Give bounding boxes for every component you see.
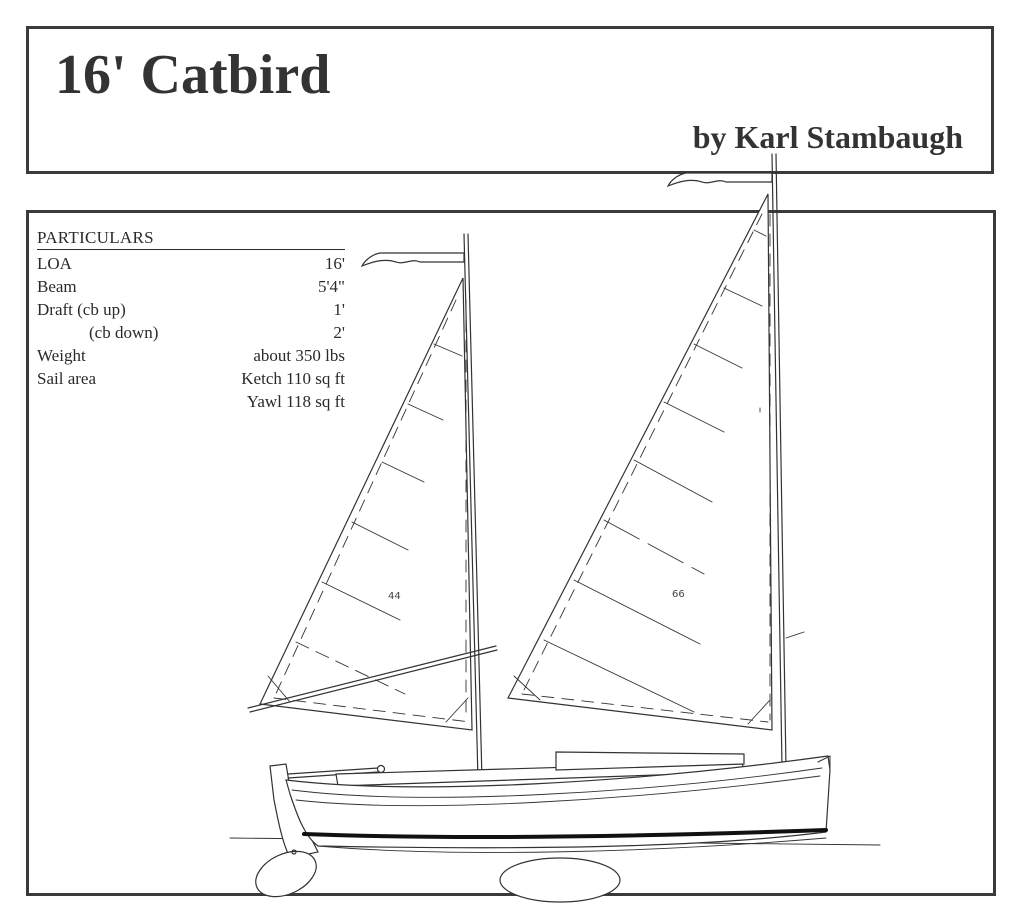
main-pennant <box>666 172 773 188</box>
mizzen-pennant <box>360 252 465 268</box>
particulars-row-weight: Weight about 350 lbs <box>37 344 345 367</box>
particulars-row-loa: LOA 16' <box>37 252 345 275</box>
centerboard <box>499 857 621 903</box>
title-box: 16' Catbird by Karl Stambaugh <box>26 26 994 174</box>
main-sail <box>507 193 805 731</box>
particulars-row-draft-down: (cb down) 2' <box>37 321 345 344</box>
row-value: about 350 lbs <box>253 346 345 365</box>
row-label: LOA <box>37 254 72 273</box>
row-label: Beam <box>37 277 77 296</box>
hull <box>285 755 831 853</box>
particulars-heading: PARTICULARS <box>37 228 345 250</box>
row-label: Weight <box>37 346 86 365</box>
row-value: 1' <box>333 300 345 319</box>
designer-byline: by Karl Stambaugh <box>692 119 963 155</box>
particulars-table: PARTICULARS LOA 16' Beam 5'4" Draft (cb … <box>37 228 345 413</box>
row-label: Draft (cb up) <box>37 300 126 319</box>
cockpit-coaming <box>335 751 745 787</box>
row-value: Yawl 118 sq ft <box>246 392 345 411</box>
mizzen-sail <box>259 277 473 731</box>
row-value: Ketch 110 sq ft <box>241 369 345 388</box>
main-sail-number: 66 <box>672 589 685 600</box>
particulars-row-beam: Beam 5'4" <box>37 275 345 298</box>
drawing-frame <box>26 210 996 896</box>
mizzen-boom <box>247 645 498 713</box>
page-title: 16' Catbird <box>55 44 331 106</box>
mizzen-sail-number: 44 <box>388 591 401 602</box>
row-value: 5'4" <box>317 277 345 296</box>
row-label: Sail area <box>37 369 96 388</box>
particulars-row-sail-area-ketch: Sail area Ketch 110 sq ft <box>37 367 345 390</box>
main-mast <box>771 153 787 769</box>
row-value: 16' <box>324 254 345 273</box>
particulars-row-sail-area-yawl: Yawl 118 sq ft <box>37 390 345 413</box>
row-label: (cb down) <box>89 323 159 342</box>
particulars-row-draft-up: Draft (cb up) 1' <box>37 298 345 321</box>
row-value: 2' <box>333 323 345 342</box>
